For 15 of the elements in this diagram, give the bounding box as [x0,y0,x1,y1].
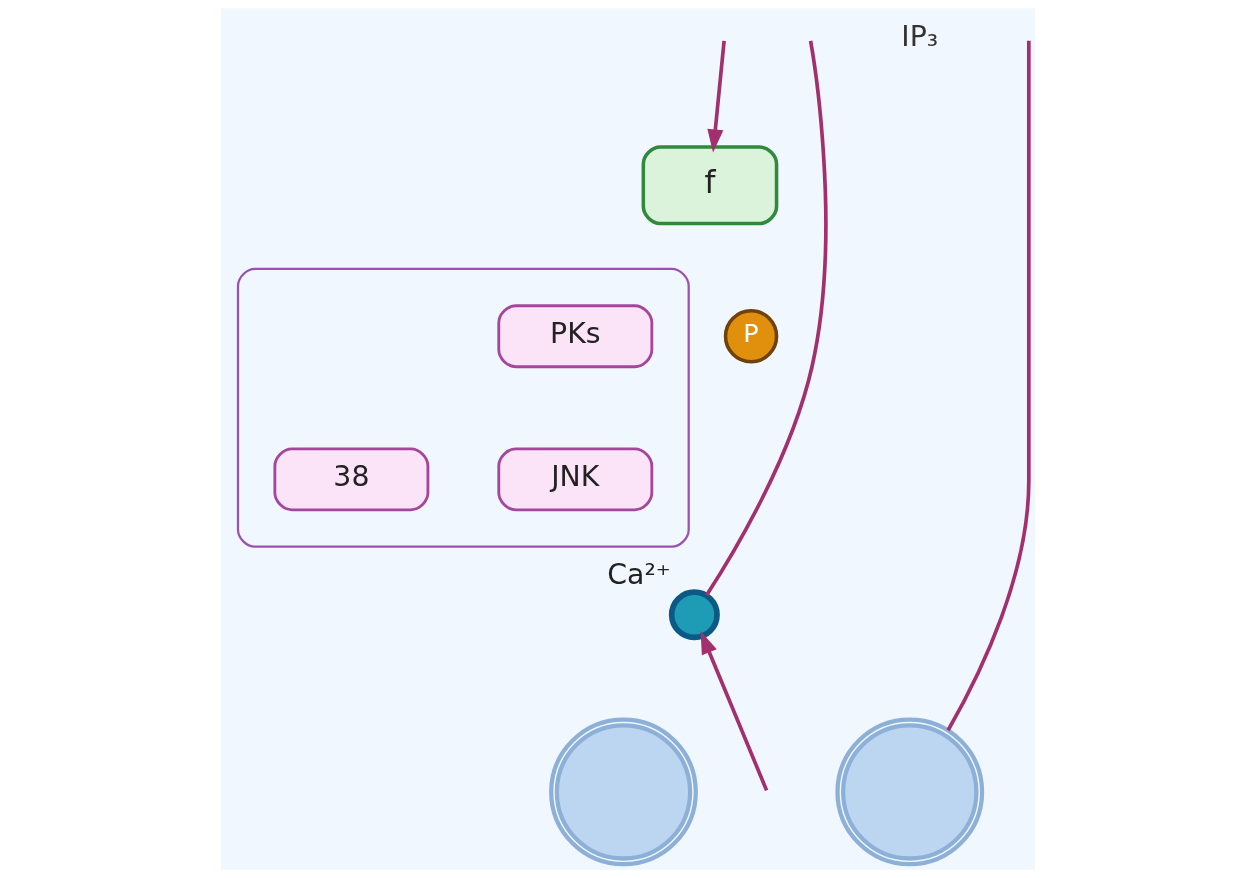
node-box: PKs [497,304,654,369]
node-arc [549,717,698,867]
arrow [707,40,726,153]
cluster [236,267,690,548]
connector [705,40,828,597]
node-box: f [641,145,779,226]
node-box: JNK [497,447,654,512]
node-box: 38 [273,447,430,512]
arrow [700,631,769,792]
label: IP₃ [901,20,939,54]
connector [946,40,1031,732]
node-label: Ca²⁺ [607,557,671,591]
node-circle [668,589,720,641]
node-circle: P [723,308,779,364]
node-arc [835,717,985,867]
